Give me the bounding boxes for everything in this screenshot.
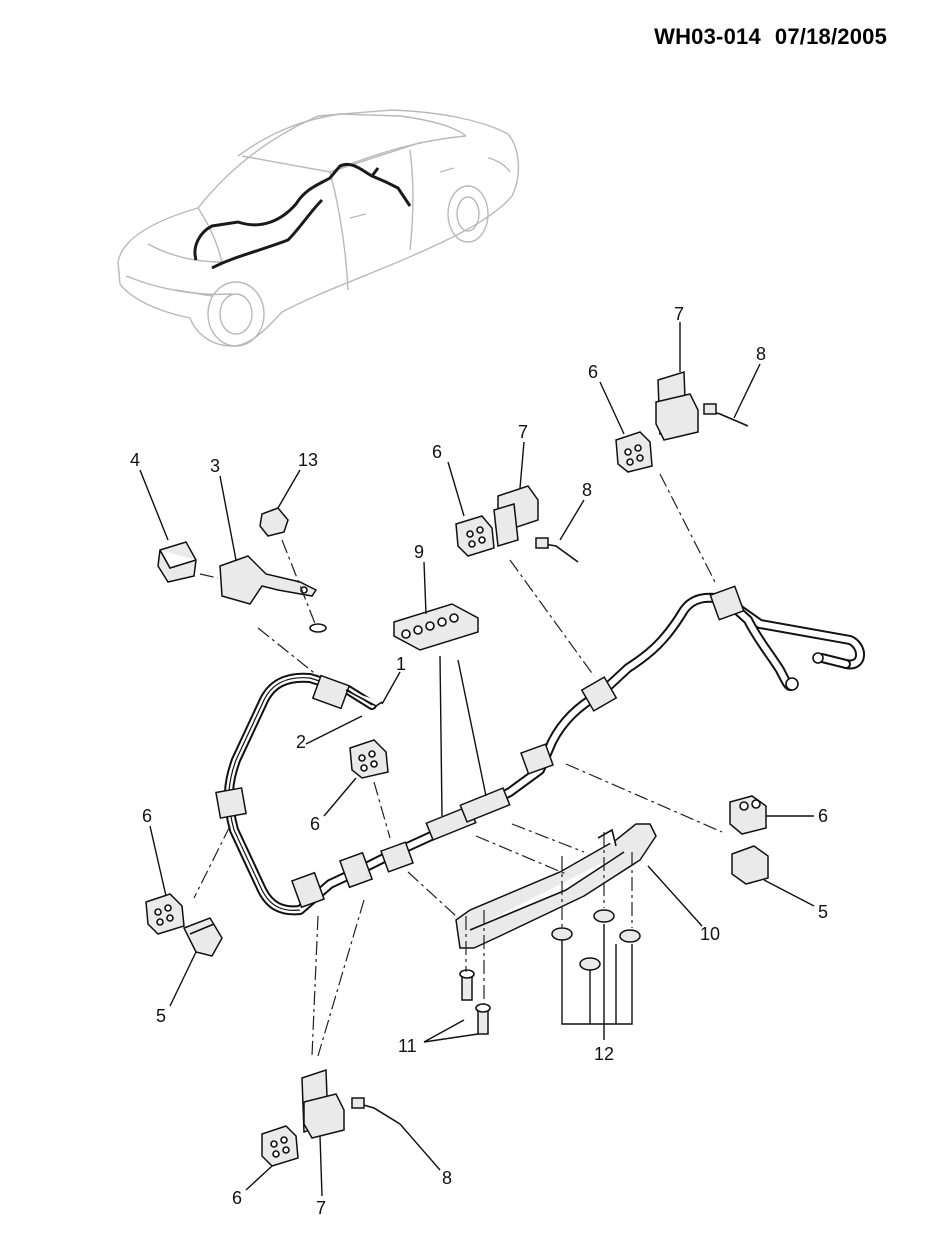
part-7-bracket-bottom [301,1068,345,1139]
callout-10: 10 [700,924,720,944]
part-13-nut [259,507,327,633]
part-10-rail-shield [455,823,657,949]
callout-6-right: 6 [818,806,828,826]
callout-8-bottom: 8 [442,1168,452,1188]
part-6-connector-bottom [261,1125,299,1167]
part-8-sensor-bottom [351,1097,401,1125]
callout-4: 4 [130,450,140,470]
part-5-cap-right [731,845,769,885]
diagram-header: WH03-014 07/18/2005 [654,24,887,50]
callout-labels: 4 3 13 9 1 2 6 6 5 6 5 10 6 7 8 6 7 8 11… [130,304,828,1218]
callout-2: 2 [296,732,306,752]
part-6-connector-upper-middle [455,515,495,557]
callout-7-bottom: 7 [316,1198,326,1218]
callout-11: 11 [398,1036,417,1056]
callout-12: 12 [594,1044,614,1064]
callout-5-right: 5 [818,902,828,922]
callout-6-left: 6 [142,806,152,826]
vehicle-harness-route [193,162,412,270]
part-6-connector-left [145,893,185,935]
part-11-bolts [459,969,491,1035]
diagram-date: 07/18/2005 [774,24,887,49]
callout-6-middle: 6 [310,814,320,834]
part-4-insulator [157,541,197,583]
callout-3: 3 [210,456,220,476]
part-3-bracket [219,555,318,605]
part-9-clip-block [393,603,479,651]
callout-6-upper-middle: 6 [432,442,442,462]
callout-6-upper-right: 6 [588,362,598,382]
callout-7-upper-middle: 7 [518,422,528,442]
callout-8-upper-right: 8 [756,344,766,364]
part-7-bracket-upper-middle [493,485,539,547]
callout-1: 1 [396,654,406,674]
leader-lines [139,322,815,1197]
part-5-cap-left [182,917,223,957]
part-6-connector-upper-right [615,431,653,473]
part-12-grommets [551,909,641,971]
vehicle-locator-illustration [117,109,520,347]
callout-5-left: 5 [156,1006,166,1026]
assembly-lines [193,473,723,1057]
part-7-bracket-upper-right [655,370,699,441]
part-8-sensor-upper-right [703,403,749,427]
part-8-sensor-upper-middle [535,537,579,563]
callout-8-upper-middle: 8 [582,480,592,500]
harness-clips [215,585,824,909]
callout-6-bottom: 6 [232,1188,242,1208]
diagram-code: WH03-014 [654,24,761,49]
callout-7-upper-right: 7 [674,304,684,324]
part-6-connector-right [729,795,767,835]
callout-13: 13 [298,450,318,470]
callout-9: 9 [414,542,424,562]
part-6-connector-middle [349,739,389,779]
